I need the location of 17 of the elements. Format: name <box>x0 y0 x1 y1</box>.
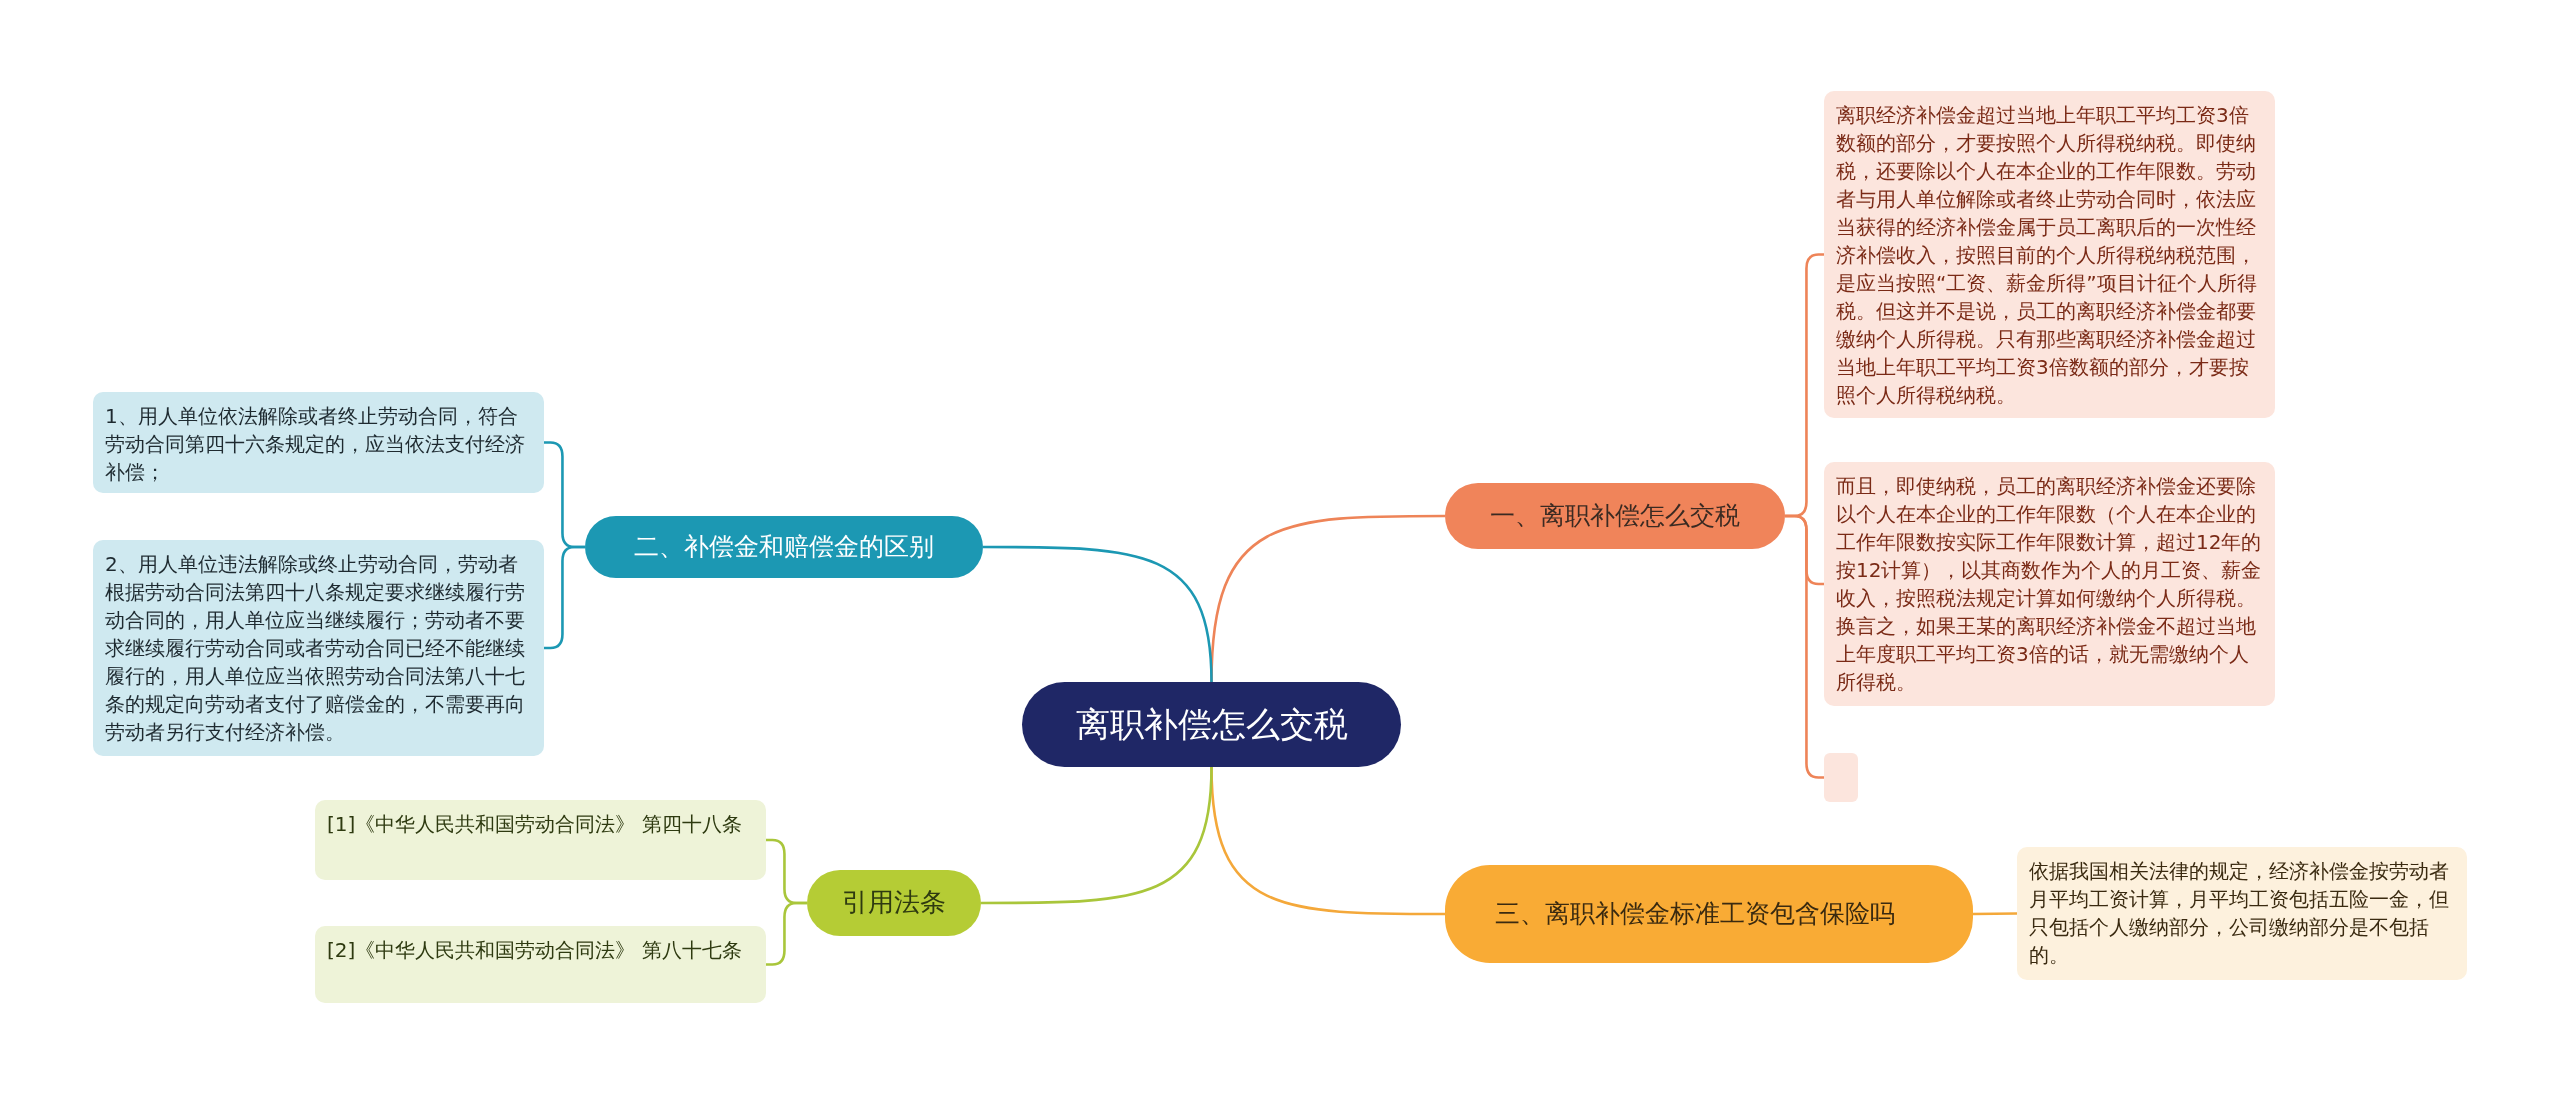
connector-line <box>981 766 1213 905</box>
note-box: 而且，即使纳税，员工的离职经济补偿金还要除以个人在本企业的工作年限数（个人在本企业的工作年限数按实际工作年限数计算，超过12年的按12计算），以其商数作为个人的月工资、薪金收入，按照税法规定计算如何缴纳个人所得税。换言之，如果王某的离职经济补偿金不超过当地上年度职工平均工资3倍的话，就无需缴纳个人所得税。 <box>1824 462 2275 706</box>
note-box: 离职经济补偿金超过当地上年职工平均工资3倍数额的部分，才要按照个人所得税纳税。即使纳税，还要除以个人在本企业的工作年限数。劳动者与用人单位解除或者终止劳动合同时，依法应当获得的经济补偿金属于员工离职后的一次性经济补偿收入，按照目前的个人所得税纳税范围，是应当按照“工资、薪金所得”项目计征个人所得税。但这并不是说，员工的离职经济补偿金都要缴纳个人所得税。只有那些离职经济补偿金超过当地上年职工平均工资3倍数额的部分，才要按照个人所得税纳税。 <box>1824 91 2275 418</box>
note-box: 依据我国相关法律的规定，经济补偿金按劳动者月平均工资计算，月平均工资包括五险一金，但只包括个人缴纳部分，公司缴纳部分是不包括的。 <box>2017 847 2467 980</box>
central-topic: 离职补偿怎么交税 <box>1022 682 1401 767</box>
topic-pill: 一、离职补偿怎么交税 <box>1445 483 1785 549</box>
topic-pill: 三、离职补偿金标准工资包含保险吗 <box>1445 865 1973 963</box>
note-box: [1]《中华人民共和国劳动合同法》 第四十八条 <box>315 800 766 880</box>
note-box: 2、用人单位违法解除或终止劳动合同，劳动者根据劳动合同法第四十八条规定要求继续履行劳动合同的，用人单位应当继续履行；劳动者不要求继续履行劳动合同或者劳动合同已经不能继续履行的，用人单位应当依照劳动合同法第八十七条的规定向劳动者支付了赔偿金的，不需要再向劳动者另行支付经济补偿。 <box>93 540 544 756</box>
note-box: [2]《中华人民共和国劳动合同法》 第八十七条 <box>315 926 766 1003</box>
connector-line <box>1973 912 2017 916</box>
connector-line <box>983 545 1213 683</box>
topic-pill: 二、补偿金和赔偿金的区别 <box>585 516 983 578</box>
connector-line <box>544 545 585 650</box>
topic-pill: 引用法条 <box>807 870 981 936</box>
empty-box <box>1824 753 1858 802</box>
note-box: 1、用人单位依法解除或者终止劳动合同，符合劳动合同第四十六条规定的，应当依法支付经济补偿； <box>93 392 544 493</box>
